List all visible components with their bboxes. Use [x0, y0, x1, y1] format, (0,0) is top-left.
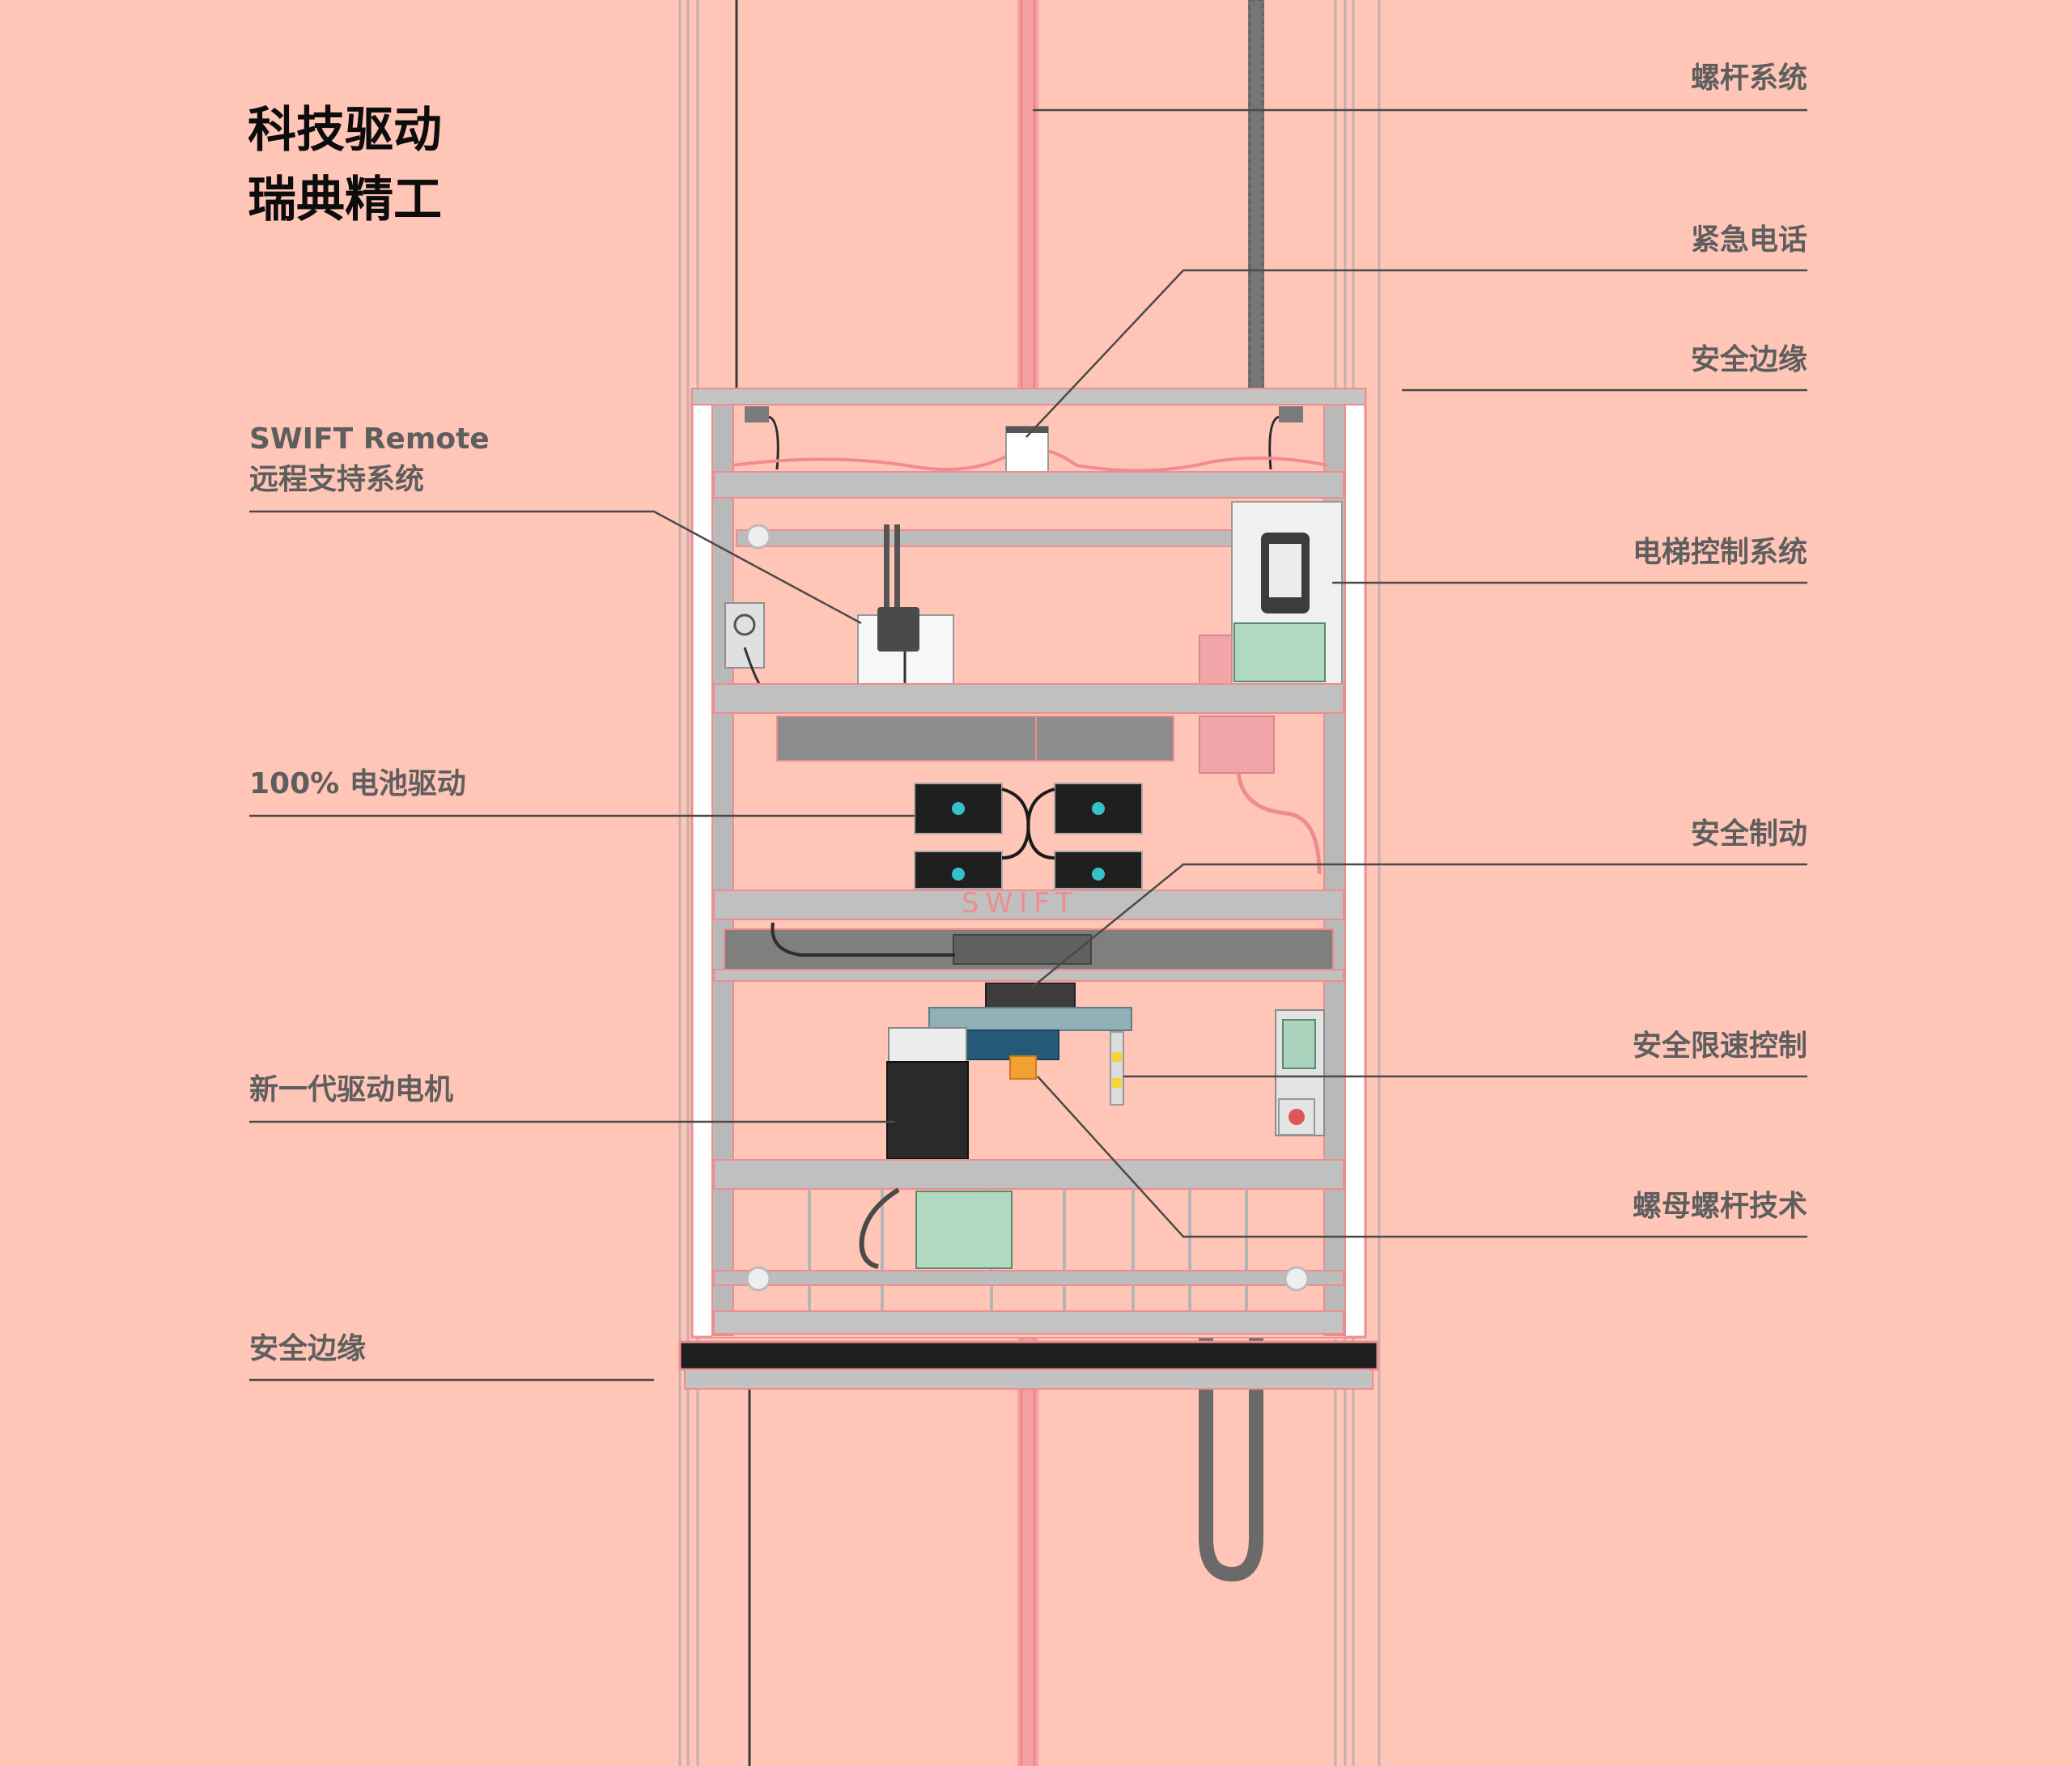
leader-lines — [249, 108, 1807, 1382]
roller-bottom-right — [1284, 1266, 1310, 1292]
crossbar-1 — [736, 529, 1235, 547]
label-speed-limit: 安全限速控制 — [1632, 1029, 1807, 1063]
leader-remote — [249, 510, 862, 625]
lower-beam-2b — [1035, 715, 1174, 762]
shelf-4 — [713, 1159, 1344, 1190]
label-remote-en: SWIFT Remote — [249, 422, 490, 456]
shelf-1 — [713, 471, 1344, 499]
right-safety-switch — [1275, 1009, 1325, 1136]
shelf-3 — [713, 889, 1344, 920]
headline-line-1: 科技驱动 — [248, 102, 442, 159]
label-remote: SWIFT Remote 远程支持系统 — [249, 419, 490, 500]
speed-governor — [1110, 1031, 1124, 1106]
crossbar-bottom — [713, 1270, 1344, 1286]
shelf-2 — [713, 683, 1344, 714]
label-screw-system: 螺杆系统 — [1690, 62, 1807, 95]
label-emergency-phone: 紧急电话 — [1690, 223, 1807, 257]
leader-emergency-phone — [1025, 269, 1807, 438]
leader-safety-brake — [1031, 863, 1807, 988]
roller-top-left — [745, 524, 771, 550]
control-cabinet — [1199, 501, 1343, 689]
heatsink — [1199, 715, 1275, 774]
label-battery: 100% 电池驱动 — [249, 767, 466, 800]
top-beam — [691, 388, 1366, 405]
brake-clamp — [953, 934, 1092, 965]
shelf-3b — [713, 969, 1344, 982]
label-motor: 新一代驱动电机 — [249, 1073, 454, 1106]
label-edge-top: 安全边缘 — [1690, 343, 1807, 376]
label-control-system: 电梯控制系统 — [1632, 536, 1807, 569]
lower-pcb — [859, 1187, 1013, 1269]
brake-cable — [771, 922, 955, 957]
label-edge-bottom: 安全边缘 — [249, 1332, 367, 1365]
bottom-frame — [713, 1310, 1344, 1335]
leader-nut-screw — [1037, 1076, 1807, 1238]
battery-pack — [914, 783, 1143, 889]
safety-edge-platform — [678, 1340, 1379, 1390]
label-safety-brake: 安全制动 — [1690, 817, 1807, 851]
heatsink-cable — [1236, 772, 1322, 875]
roller-bottom-left — [745, 1266, 771, 1292]
headline: 科技驱动 瑞典精工 — [248, 96, 442, 235]
label-remote-cn: 远程支持系统 — [249, 463, 425, 496]
swift-logo: SWIFT — [962, 887, 1079, 919]
headline-line-2: 瑞典精工 — [248, 172, 442, 228]
label-nut-screw: 螺母螺杆技术 — [1632, 1190, 1807, 1223]
left-bracket-sensor — [724, 602, 765, 685]
emergency-phone-box — [1005, 426, 1049, 474]
